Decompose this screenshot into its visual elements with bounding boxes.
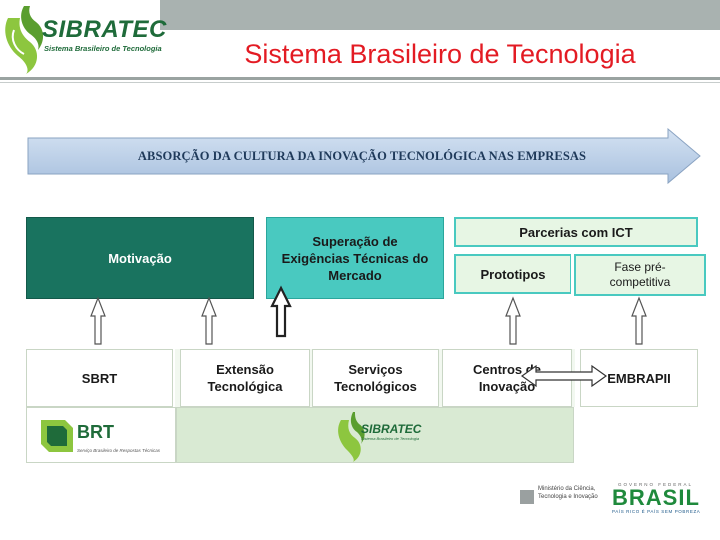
servicos-box: Serviços Tecnológicos <box>312 349 439 407</box>
sibratec-logo-subtitle: Sistema Brasileiro de Tecnologia <box>44 44 162 53</box>
centros-inovacao-box: Centros de Inovação <box>442 349 572 407</box>
gov-label: GOVERNO FEDERAL <box>618 482 694 487</box>
motivacao-box: Motivação <box>26 217 254 299</box>
fase-pre-competitiva-box: Fase pré-competitiva <box>574 254 706 296</box>
sibratec-small-name: SIBRATEC <box>361 422 422 436</box>
brt-logo-box: BRT Serviço Brasileiro de Respostas Técn… <box>26 407 176 463</box>
brt-logo-subtitle: Serviço Brasileiro de Respostas Técnicas <box>77 448 161 453</box>
sibratec-leaf-icon <box>5 6 44 74</box>
up-arrow-icon <box>505 296 521 345</box>
double-arrow-icon <box>520 364 608 388</box>
brt-logo-name: BRT <box>77 422 114 442</box>
up-arrow-icon <box>270 285 292 338</box>
page-title: Sistema Brasileiro de Tecnologia <box>244 39 636 69</box>
prototipos-box: Prototipos <box>454 254 572 294</box>
header-bar <box>160 0 720 30</box>
up-arrow-icon <box>631 296 647 345</box>
slogan-label: PAÍS RICO É PAÍS SEM POBREZA <box>612 509 701 514</box>
sibratec-small-subtitle: Sistema Brasileiro de Tecnologia <box>361 436 420 441</box>
up-arrow-icon <box>90 296 106 345</box>
sibratec-strip: SIBRATEC Sistema Brasileiro de Tecnologi… <box>176 407 574 463</box>
banner-arrow-shape <box>27 128 701 185</box>
superacao-box: Superação de Exigências Técnicas do Merc… <box>266 217 444 299</box>
absorption-banner: ABSORÇÃO DA CULTURA DA INOVAÇÃO TECNOLÓG… <box>27 128 702 185</box>
parcerias-box: Parcerias com ICT <box>454 217 698 247</box>
sibratec-logo-name: SIBRATEC <box>42 16 167 43</box>
sibratec-small-leaf-icon <box>338 412 365 462</box>
extensao-box: Extensão Tecnológica <box>180 349 310 407</box>
ministry-logo: Ministério da Ciência, Tecnologia e Inov… <box>520 486 600 516</box>
ministry-mark-icon <box>520 490 534 504</box>
up-arrow-icon <box>201 296 217 345</box>
sbrt-box: SBRT <box>26 349 173 407</box>
brt-mark-icon <box>41 420 73 452</box>
header-divider <box>0 77 720 80</box>
ministry-label: Ministério da Ciência, Tecnologia e Inov… <box>538 486 598 500</box>
brasil-gov-logo: GOVERNO FEDERAL BRASIL PAÍS RICO É PAÍS … <box>608 482 712 516</box>
sibratec-logo: SIBRATEC Sistema Brasileiro de Tecnologi… <box>0 0 166 75</box>
brasil-label: BRASIL <box>612 485 700 510</box>
header-divider-thin <box>0 82 720 83</box>
banner-label: ABSORÇÃO DA CULTURA DA INOVAÇÃO TECNOLÓG… <box>137 149 587 163</box>
